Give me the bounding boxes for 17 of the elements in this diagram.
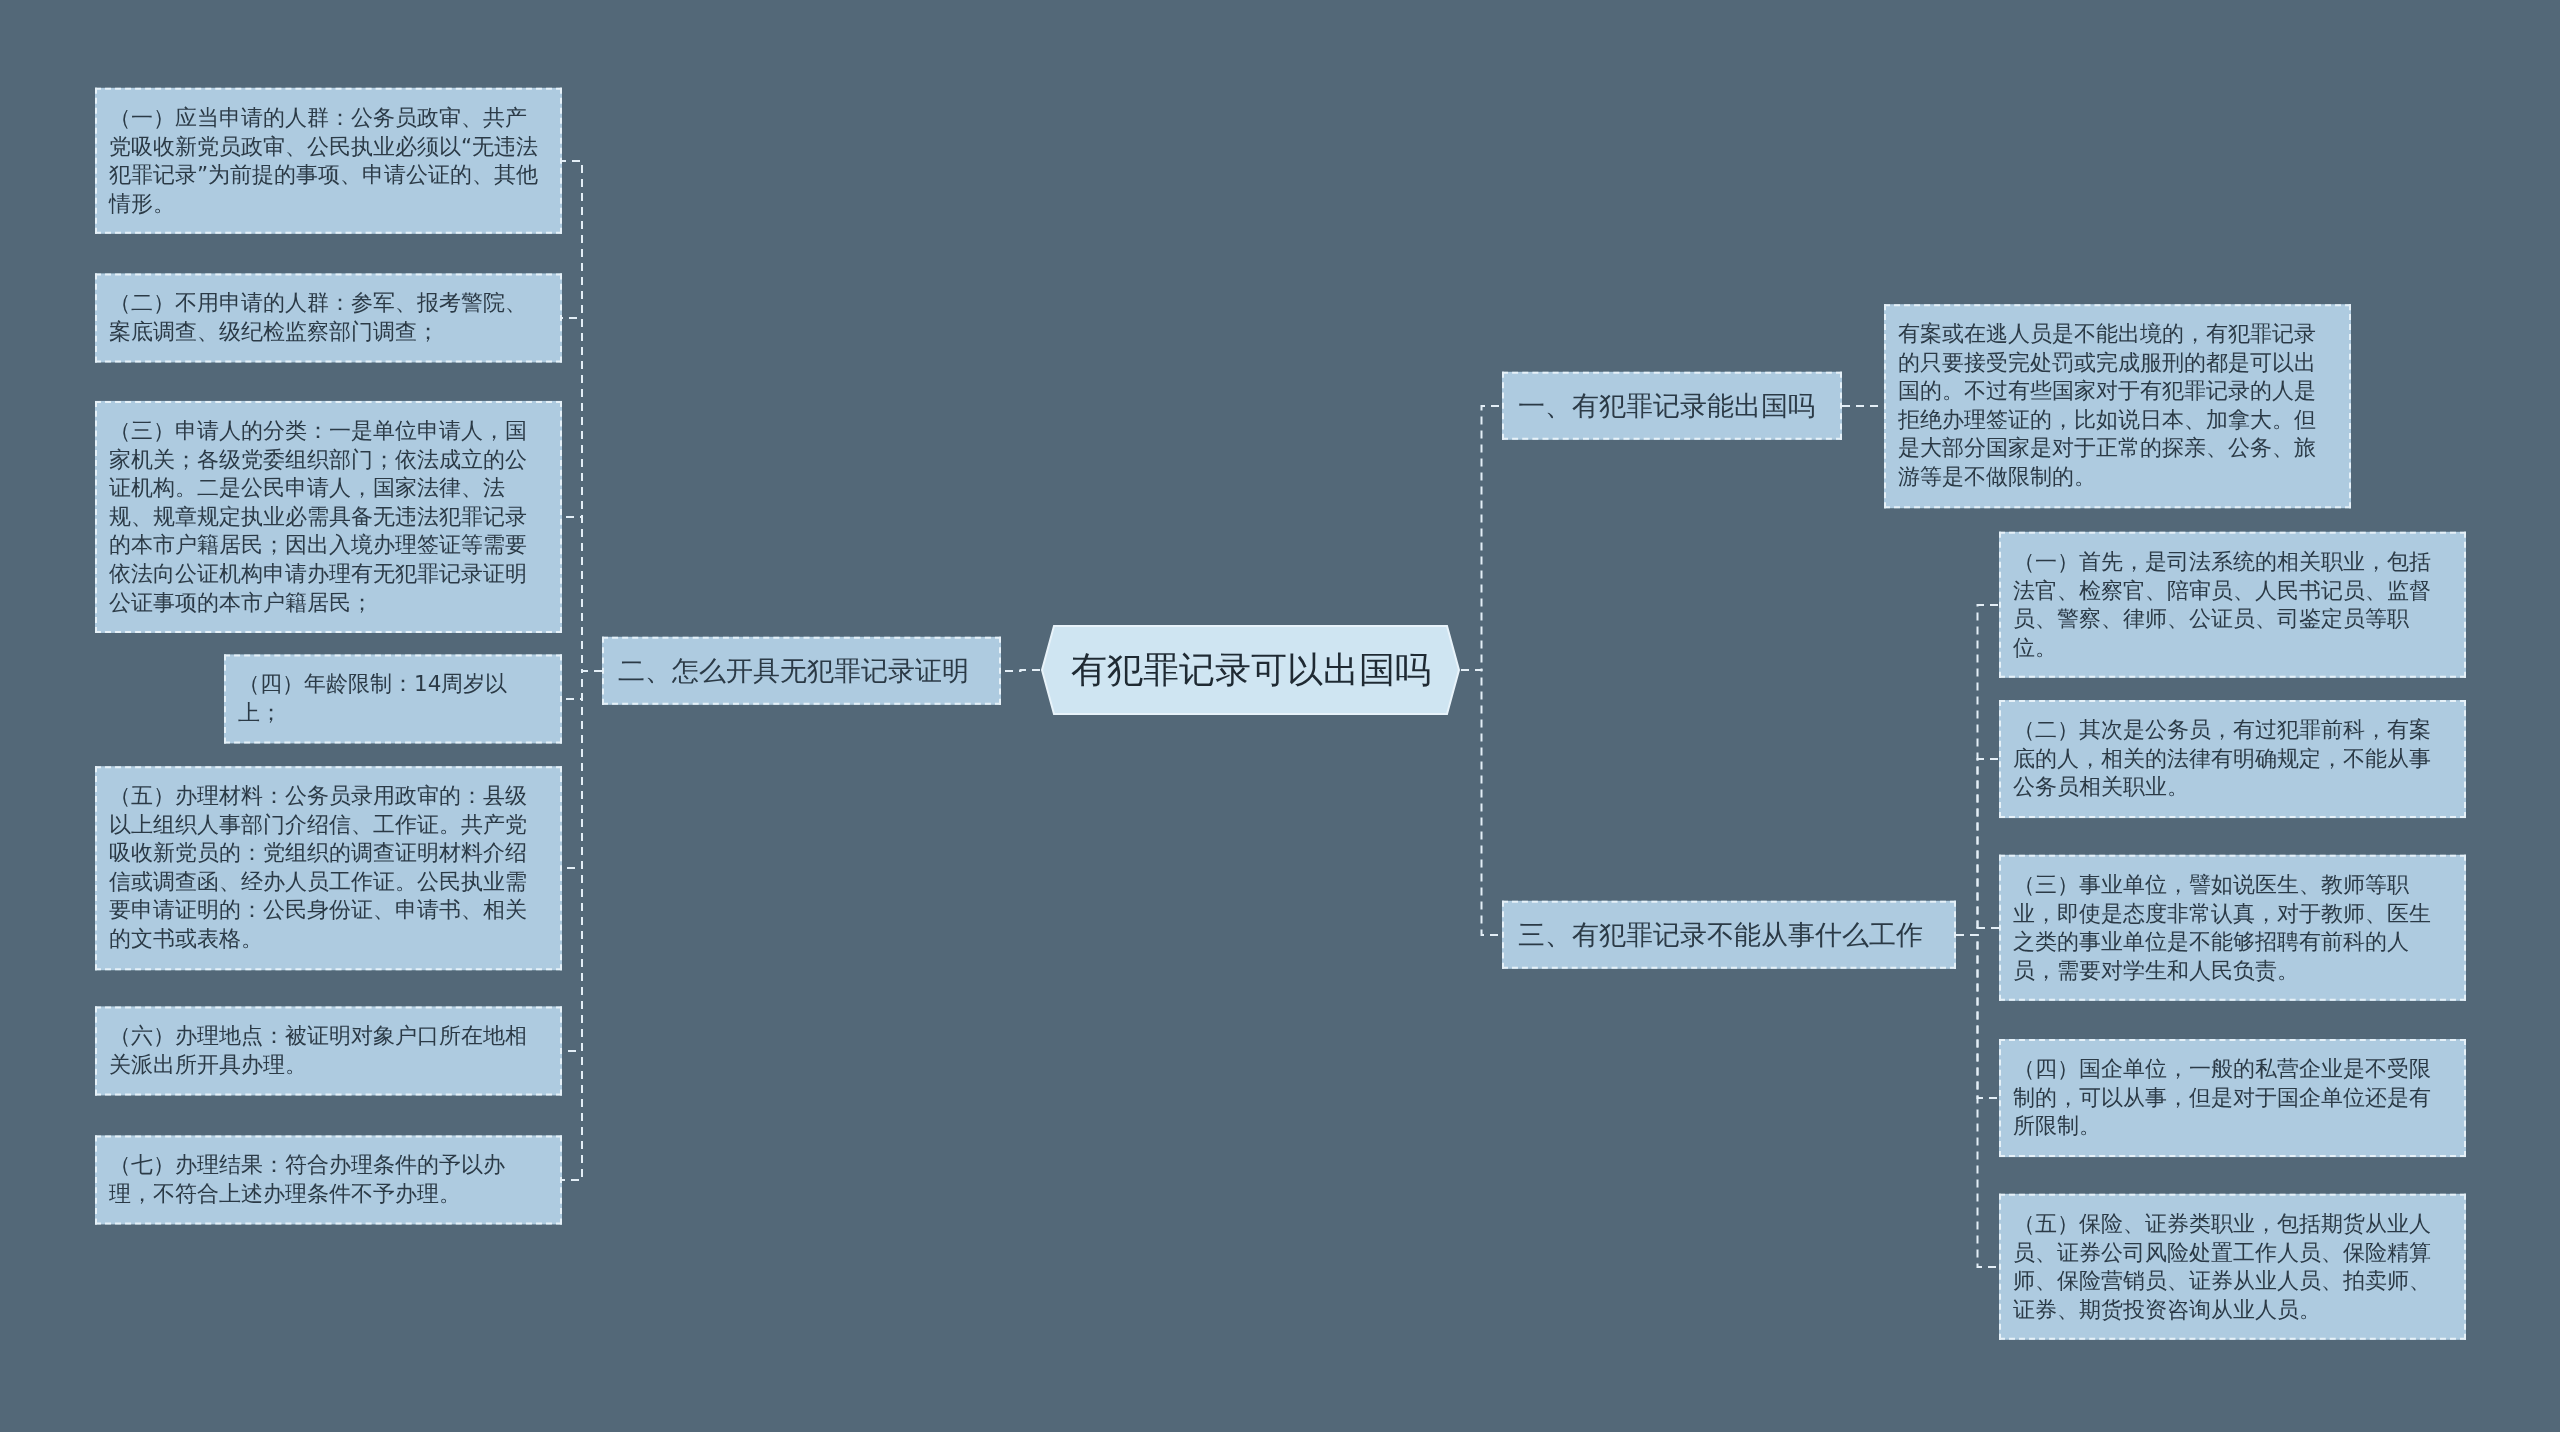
subtopic-box: （一）首先，是司法系统的相关职业，包括法官、检察官、陪审员、人民书记员、监督员、警察、律师、公证员、司鉴定员等职位。 xyxy=(1999,531,2466,679)
branch-topic-box: 一、有犯罪记录能出国吗 xyxy=(1502,371,1842,441)
subtopic-box: （四）国企单位，一般的私营企业是不受限制的，可以从事，但是对于国企单位还是有所限制。 xyxy=(1999,1039,2466,1157)
subtopic-box: （六）办理地点：被证明对象户口所在地相关派出所开具办理。 xyxy=(95,1006,562,1096)
subtopic-box: （二）不用申请的人群：参军、报考警院、案底调查、级纪检监察部门调查； xyxy=(95,273,562,363)
subtopic-box: （四）年龄限制：14周岁以上； xyxy=(224,654,562,744)
subtopic-box: （二）其次是公务员，有过犯罪前科，有案底的人，相关的法律有明确规定，不能从事公务员相关职业。 xyxy=(1999,700,2466,818)
subtopic-box: （五）办理材料：公务员录用政审的：县级以上组织人事部门介绍信、工作证。共产党吸收新党员的：党组织的调查证明材料介绍信或调查函、经办人员工作证。公民执业需要申请证明的：公民身份证、申请书、相关的文书或表格。 xyxy=(95,766,562,970)
subtopic-box: 有案或在逃人员是不能出境的，有犯罪记录的只要接受完处罚或完成服刑的都是可以出国的。不过有些国家对于有犯罪记录的人是拒绝办理签证的，比如说日本、加拿大。但是大部分国家是对于正常的探亲、公务、旅游等是不做限制的。 xyxy=(1884,304,2351,508)
branch-topic-box: 三、有犯罪记录不能从事什么工作 xyxy=(1502,900,1956,970)
branch-topic-box: 二、怎么开具无犯罪记录证明 xyxy=(602,636,1001,706)
subtopic-box: （三）申请人的分类：一是单位申请人，国家机关；各级党委组织部门；依法成立的公证机构。二是公民申请人，国家法律、法规、规章规定执业必需具备无违法犯罪记录的本市户籍居民；因出入境办理签证等需要依法向公证机构申请办理有无犯罪记录证明公证事项的本市户籍居民； xyxy=(95,400,562,634)
subtopic-box: （一）应当申请的人群：公务员政审、共产党吸收新党员政审、公民执业必须以“无违法犯罪记录”为前提的事项、申请公证的、其他情形。 xyxy=(95,87,562,235)
subtopic-box: （五）保险、证券类职业，包括期货从业人员、证券公司风险处置工作人员、保险精算师、保险营销员、证券从业人员、拍卖师、证券、期货投资咨询从业人员。 xyxy=(1999,1193,2466,1341)
subtopic-box: （三）事业单位，譬如说医生、教师等职业，即使是态度非常认真，对于教师、医生之类的事业单位是不能够招聘有前科的人员，需要对学生和人民负责。 xyxy=(1999,854,2466,1002)
central-topic-title: 有犯罪记录可以出国吗 xyxy=(1070,647,1431,692)
subtopic-box: （七）办理结果：符合办理条件的予以办理，不符合上述办理条件不予办理。 xyxy=(95,1135,562,1225)
